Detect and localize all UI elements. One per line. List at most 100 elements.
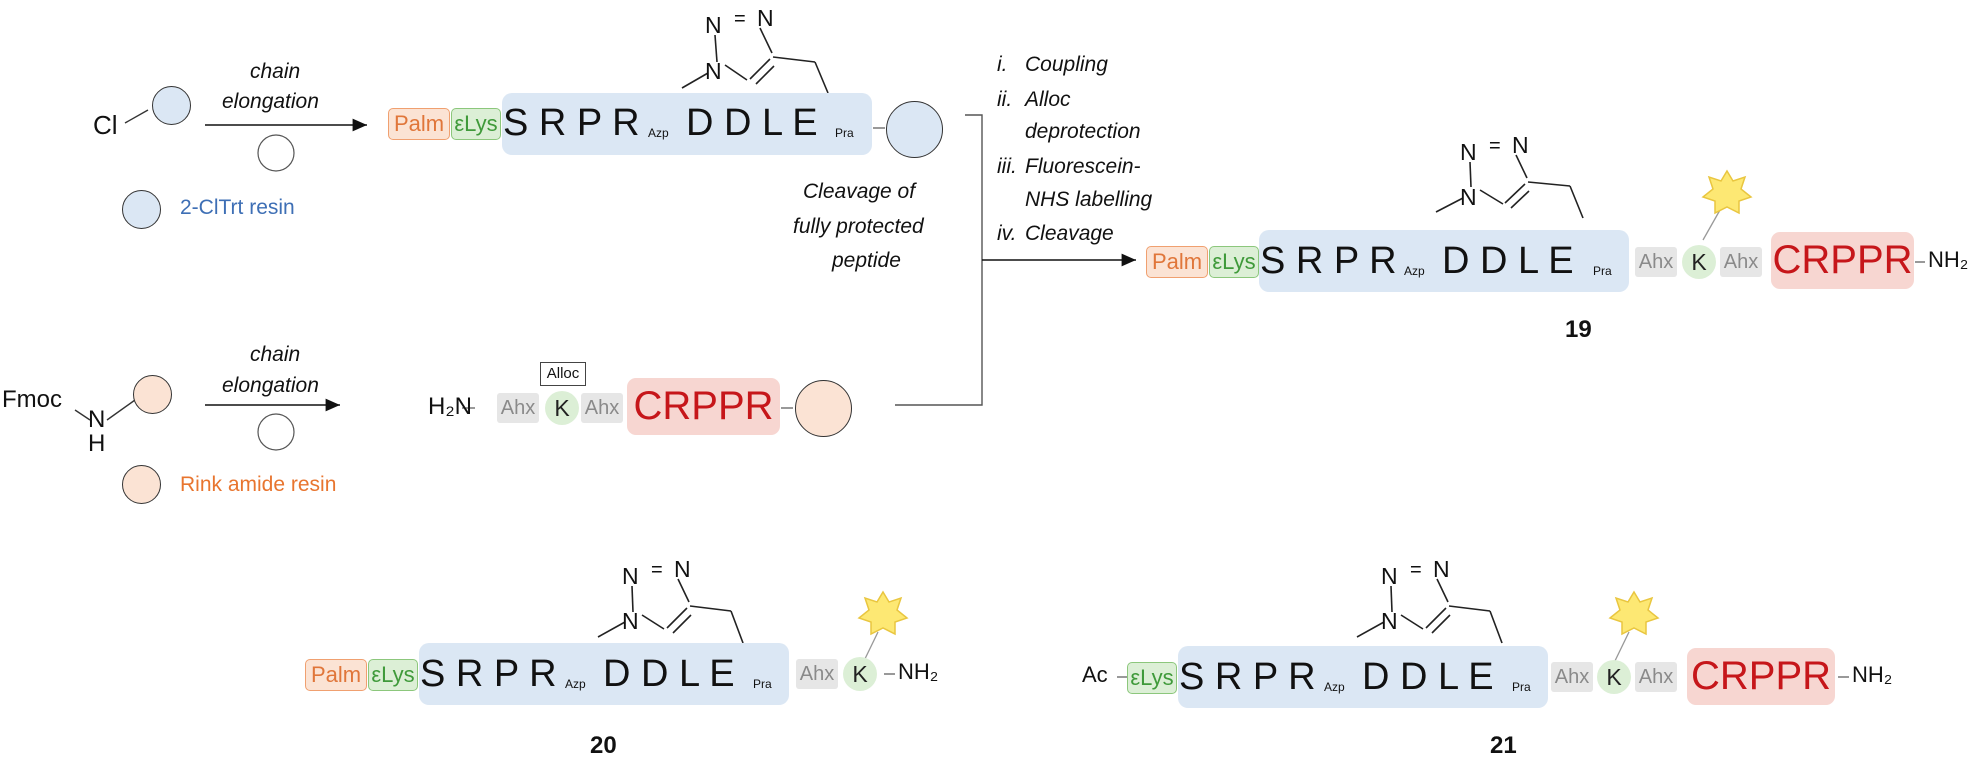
triazole-eq-20: =: [651, 559, 663, 581]
nh2-20: NH₂: [898, 659, 939, 684]
legend-clt-label: 2-ClTrt resin: [180, 196, 295, 219]
step-1-text: Coupling: [1025, 53, 1108, 76]
clt-resin-bead: [152, 86, 191, 125]
star-linker-21: [1612, 631, 1630, 666]
triazole-n1-top: N: [705, 58, 722, 84]
ahx-1-19: Ahx: [1635, 247, 1677, 277]
ahx-2-21: Ahx: [1635, 662, 1677, 692]
ahx-2-bottom: Ahx: [581, 393, 623, 423]
arrow-top-label-2: elongation: [222, 90, 319, 113]
triazole-eq-19: =: [1489, 135, 1501, 157]
triazole-top: [681, 27, 829, 94]
nh-n-label: N: [88, 406, 106, 433]
peptide-block-top: [502, 93, 872, 155]
triazole-eq-top: =: [734, 8, 746, 30]
crppr-block-19: CRPPR: [1771, 232, 1914, 289]
step-3-cont: NHS labelling: [1025, 188, 1153, 211]
palm-tag-top: Palm: [388, 108, 450, 140]
resin-placeholder-top: [257, 134, 295, 172]
triazole-n2-19: N: [1460, 139, 1477, 165]
fmoc-label: Fmoc: [2, 386, 62, 413]
step-3-text: Fluorescein-: [1025, 155, 1141, 178]
cl-bond: [124, 109, 149, 124]
sequence-ddle-top: D D L E: [686, 102, 818, 144]
triazole-20: [597, 578, 744, 644]
crppr-block-bottom: CRPPR: [627, 378, 780, 435]
triazole-n1-19: N: [1460, 184, 1477, 210]
palm-tag-19: Palm: [1146, 246, 1208, 278]
lysine-20: K: [843, 657, 877, 691]
triazole-n1-20: N: [622, 608, 639, 634]
triazole-21: [1356, 578, 1503, 644]
triazole-eq-21: =: [1410, 559, 1422, 581]
azp-label-21: Azp: [1324, 680, 1345, 694]
crppr-block-21: CRPPR: [1687, 648, 1835, 705]
step-2-num: ii.: [997, 88, 1013, 111]
azp-label-19: Azp: [1404, 264, 1425, 278]
triazole-n2-20: N: [622, 563, 639, 589]
arrow-bottom-label-2: elongation: [222, 374, 319, 397]
ahx-2-19: Ahx: [1720, 247, 1762, 277]
pra-label-21: Pra: [1512, 680, 1531, 694]
compound-label-19: 19: [1565, 316, 1592, 343]
cleavage-label-1: Cleavage of: [803, 180, 916, 203]
legend-rink-bead: [122, 465, 161, 504]
triazole-n1-21: N: [1381, 608, 1398, 634]
elys-tag-top: εLys: [451, 108, 501, 140]
ahx-1-21: Ahx: [1551, 662, 1593, 692]
lysine-19: K: [1682, 245, 1716, 279]
compound-label-21: 21: [1490, 732, 1517, 759]
fluorescein-star-20: [858, 591, 908, 635]
bracket-top: [895, 114, 983, 406]
fluorescein-star-19: [1702, 170, 1752, 214]
sequence-ddle-21: D D L E: [1362, 656, 1494, 698]
compound-label-20: 20: [590, 732, 617, 759]
elys-tag-20: εLys: [368, 659, 418, 691]
elys-tag-19: εLys: [1209, 246, 1259, 278]
fmoc-bond: [74, 409, 91, 421]
legend-rink-label: Rink amide resin: [180, 473, 337, 496]
star-linker-19: [1702, 209, 1721, 241]
pra-label-19: Pra: [1593, 264, 1612, 278]
triazole-19: [1435, 154, 1584, 219]
azp-label-top: Azp: [648, 126, 669, 140]
alloc-box: Alloc: [540, 362, 586, 386]
nh2-21: NH₂: [1852, 662, 1893, 687]
ahx-1-20: Ahx: [796, 659, 838, 689]
peptide-block-21: [1178, 646, 1548, 708]
rink-resin-attached: [795, 380, 852, 437]
triazole-n3-20: N: [674, 556, 691, 582]
elys-tag-21: εLys: [1127, 662, 1177, 694]
clt-resin-attached: [886, 101, 943, 158]
step-1-num: i.: [997, 53, 1008, 76]
acetyl-label-21: Ac: [1082, 662, 1108, 687]
resin-placeholder-bottom: [257, 413, 295, 451]
rink-resin-bead: [133, 375, 172, 414]
step-2-cont: deprotection: [1025, 120, 1141, 143]
step-2-text: Alloc: [1025, 88, 1071, 111]
alloc-label: Alloc: [546, 365, 580, 382]
triazole-n3-top: N: [757, 5, 774, 31]
sequence-ddle-20: D D L E: [603, 653, 735, 695]
cleavage-label-2: fully protected: [793, 215, 924, 238]
peptide-block-20: [419, 643, 789, 705]
sequence-srpr-21: S R P R: [1179, 656, 1316, 698]
cleavage-label-3: peptide: [832, 249, 901, 272]
triazole-n3-19: N: [1512, 132, 1529, 158]
sequence-ddle-19: D D L E: [1442, 240, 1574, 282]
nh-resin-bond: [106, 399, 136, 421]
ahx-1-bottom: Ahx: [497, 393, 539, 423]
triazole-n3-21: N: [1433, 556, 1450, 582]
pra-label-top: Pra: [835, 126, 854, 140]
step-4-text: Cleavage: [1025, 222, 1114, 245]
legend-clt-bead: [122, 190, 161, 229]
nh-h-label: H: [88, 430, 106, 457]
pra-label-20: Pra: [753, 677, 772, 691]
lysine-21: K: [1597, 660, 1631, 694]
h2n-label: H₂N: [428, 393, 472, 420]
step-3-num: iii.: [997, 155, 1017, 178]
palm-tag-20: Palm: [305, 659, 367, 691]
azp-label-20: Azp: [565, 677, 586, 691]
arrow-top-label-1: chain: [250, 60, 301, 83]
